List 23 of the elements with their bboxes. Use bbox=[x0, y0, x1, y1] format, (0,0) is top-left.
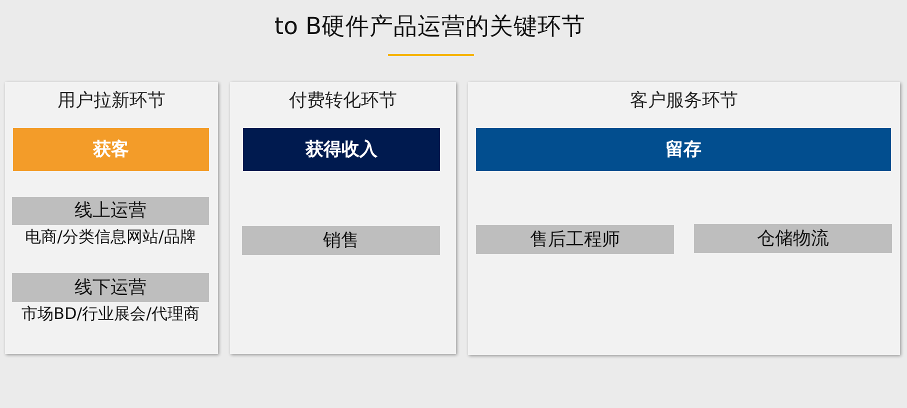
channel-examples: 市场BD/行业展会/代理商 bbox=[21, 304, 200, 323]
stage-banner bbox=[243, 128, 440, 171]
panel-heading: 客户服务环节 bbox=[630, 90, 738, 112]
stage-banner bbox=[476, 128, 891, 171]
stage-label: 获客 bbox=[93, 138, 129, 160]
channel-label: 线上运营 bbox=[74, 200, 146, 222]
stage-panel bbox=[468, 82, 900, 355]
channel-label: 仓储物流 bbox=[757, 228, 829, 250]
stage-label: 获得收入 bbox=[306, 138, 378, 160]
channel-bar bbox=[242, 226, 440, 255]
channel-label: 线下运营 bbox=[74, 276, 146, 298]
stage-label: 留存 bbox=[666, 138, 702, 160]
channel-examples: 电商/分类信息网站/品牌 bbox=[25, 227, 196, 246]
stage-banner bbox=[13, 128, 209, 171]
channel-label: 销售 bbox=[323, 230, 359, 252]
channel-label: 售后工程师 bbox=[530, 228, 620, 250]
channel-bar bbox=[694, 224, 892, 253]
panel-heading: 付费转化环节 bbox=[289, 90, 397, 112]
panel-heading: 用户拉新环节 bbox=[58, 90, 166, 112]
stage-panel bbox=[230, 82, 456, 354]
channel-bar bbox=[476, 225, 674, 254]
stage-panel bbox=[5, 82, 218, 354]
diagram-title: to B硬件产品运营的关键环节 bbox=[274, 11, 586, 41]
